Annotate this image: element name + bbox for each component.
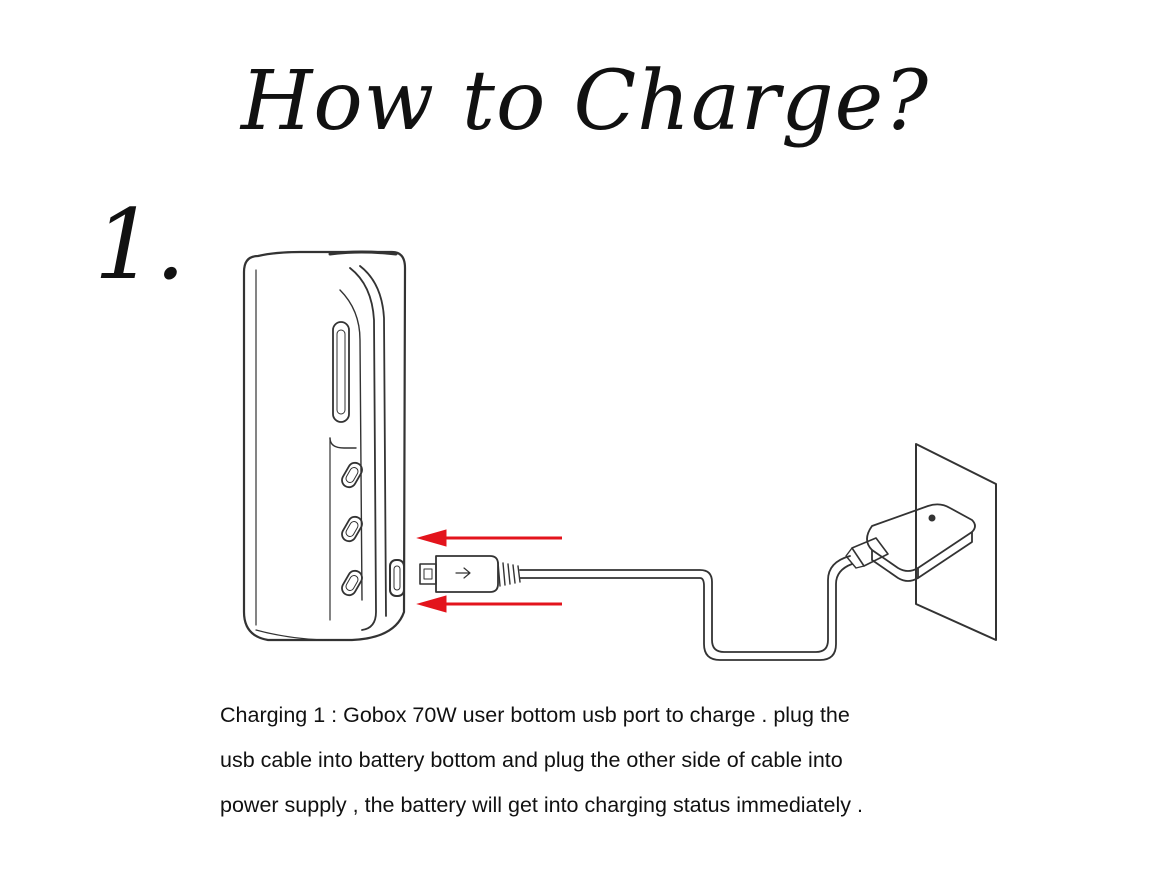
button-fire bbox=[341, 569, 363, 597]
caption-line: Charging 1 : Gobox 70W user bottom usb p… bbox=[220, 703, 850, 727]
arrow-lower bbox=[416, 595, 562, 613]
arrow-upper bbox=[416, 529, 562, 547]
caption-line: power supply , the battery will get into… bbox=[220, 793, 863, 817]
usb-port bbox=[389, 559, 405, 597]
power-adapter bbox=[845, 503, 976, 582]
caption-line: usb cable into battery bottom and plug t… bbox=[220, 748, 843, 772]
button-up bbox=[341, 461, 363, 489]
adjust-buttons bbox=[341, 461, 363, 597]
button-down bbox=[341, 515, 363, 543]
charging-instructions: Charging 1 : Gobox 70W user bottom usb p… bbox=[220, 693, 1040, 828]
insert-arrows bbox=[416, 529, 562, 613]
micro-usb-plug bbox=[419, 555, 521, 593]
step-number: 1. bbox=[94, 189, 186, 301]
page-title: How to Charge? bbox=[240, 54, 930, 149]
usb-cable bbox=[519, 555, 853, 661]
wall-outlet bbox=[915, 443, 997, 641]
mod-device bbox=[242, 250, 407, 642]
